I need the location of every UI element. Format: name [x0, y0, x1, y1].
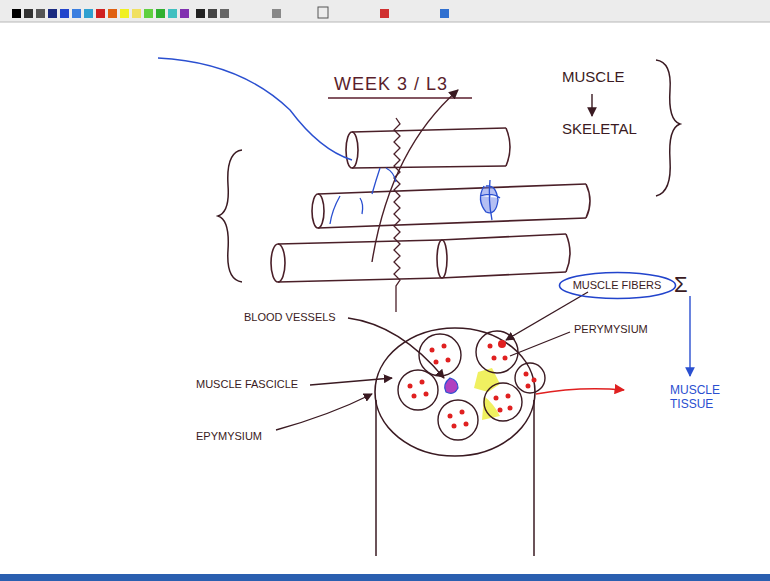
cut-line	[394, 118, 400, 312]
part-label: EPYMYSIUM	[196, 430, 262, 443]
part-label: PERYMYSIUM	[574, 323, 648, 336]
label: MUSCLE TISSUE	[670, 384, 732, 412]
bracket	[218, 150, 242, 282]
label: MUSCLE	[562, 68, 625, 85]
circled-term: MUSCLE FIBERS	[558, 271, 677, 300]
toolbar-border	[0, 22, 770, 23]
annotation-stroke	[158, 58, 352, 160]
arrow	[591, 94, 592, 116]
part-label: BLOOD VESSELS	[244, 311, 336, 324]
muscle-cross-section	[375, 328, 545, 556]
muscle-fiber-cylinders	[271, 128, 590, 282]
bracket	[656, 60, 680, 196]
node-body: MUSCLE FIBERS	[558, 271, 677, 292]
blood-vessel-mark	[480, 180, 500, 220]
annotation-stroke	[330, 168, 396, 224]
arrow	[689, 296, 690, 376]
taskbar	[0, 574, 770, 581]
part-label: MUSCLE FASCICLE	[196, 378, 298, 391]
sum-symbol: Σ	[674, 272, 688, 297]
node-text: MUSCLE FIBERS	[558, 279, 677, 292]
color-palette	[12, 7, 449, 18]
title: WEEK 3 / L3	[334, 74, 448, 95]
label: SKELETAL	[562, 120, 637, 137]
arrow	[372, 90, 458, 262]
toolbar	[0, 0, 770, 22]
arrow	[536, 389, 624, 394]
